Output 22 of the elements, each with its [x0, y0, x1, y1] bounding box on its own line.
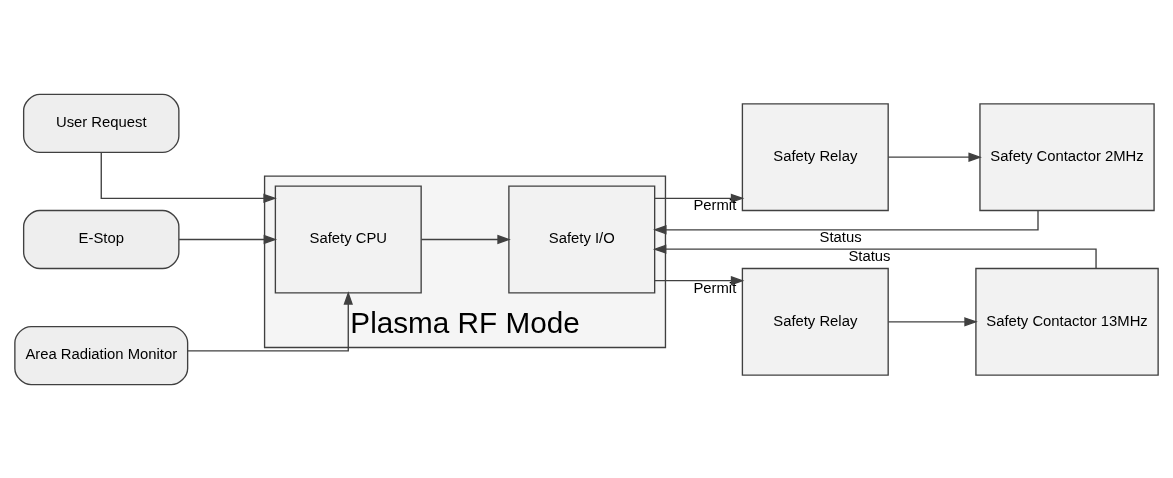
arrow: [653, 209, 1039, 235]
arrow: [186, 290, 353, 352]
node-box: User Request: [22, 93, 180, 153]
node-box: Safety CPU: [274, 185, 422, 293]
arrow: [420, 234, 511, 244]
edge-label: Permit: [693, 279, 737, 296]
node-box: Safety Relay: [741, 267, 889, 376]
arrow: [654, 275, 745, 285]
edge-label: Status: [848, 247, 891, 264]
edge-label: Status: [819, 228, 862, 245]
arrow: [100, 151, 277, 203]
edge-label: Permit: [693, 196, 737, 213]
node-box: Safety I/O: [508, 185, 656, 293]
arrow: [887, 151, 982, 162]
node-box: E-Stop: [22, 209, 180, 269]
arrow: [178, 234, 278, 244]
node-box: Safety Contactor 13MHz: [975, 267, 1159, 376]
node-box: Safety Contactor 2MHz: [979, 102, 1155, 211]
arrow: [887, 316, 978, 327]
node-box: Area Radiation Monitor: [14, 325, 189, 385]
node-box: Safety Relay: [741, 102, 889, 211]
arrow: [652, 243, 1097, 269]
